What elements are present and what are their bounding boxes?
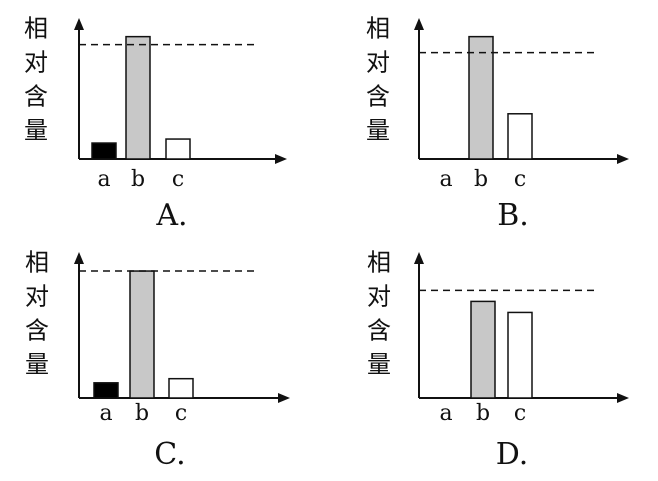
x-tick-label-a: a xyxy=(99,401,112,426)
y-axis-label-char: 对 xyxy=(367,283,391,311)
y-axis-label-char: 相 xyxy=(367,249,391,277)
x-tick-label-b: b xyxy=(135,401,149,426)
x-tick-label-a: a xyxy=(97,167,110,192)
y-axis-arrow xyxy=(414,252,424,264)
x-tick-label-b: b xyxy=(131,167,145,192)
bar-c xyxy=(507,311,533,399)
option-label: A. xyxy=(155,198,187,233)
option-label: C. xyxy=(154,437,185,472)
bar-a xyxy=(93,382,119,399)
y-axis-label-char: 含 xyxy=(25,317,49,345)
y-axis-label-char: 对 xyxy=(24,49,48,77)
bar-c xyxy=(168,377,194,399)
x-tick-label-c: c xyxy=(172,167,184,192)
y-axis-arrow xyxy=(74,252,84,264)
x-axis-arrow xyxy=(278,393,290,403)
y-axis-label-char: 含 xyxy=(367,317,391,345)
bar-c xyxy=(507,113,533,160)
y-axis-label-char: 相 xyxy=(24,15,48,43)
option-label: D. xyxy=(496,437,529,472)
y-axis-label-char: 含 xyxy=(366,83,390,111)
x-tick-label-b: b xyxy=(474,167,488,192)
y-axis-label-char: 含 xyxy=(24,83,48,111)
bar-c xyxy=(165,138,191,160)
y-axis-arrow xyxy=(74,18,84,30)
x-tick-label-a: a xyxy=(439,167,452,192)
x-tick-label-b: b xyxy=(476,401,490,426)
x-axis-arrow xyxy=(617,154,629,164)
y-axis-label-char: 相 xyxy=(25,249,49,277)
y-axis-label-char: 量 xyxy=(24,117,48,145)
y-axis-label-char: 对 xyxy=(366,49,390,77)
x-tick-label-c: c xyxy=(175,401,187,426)
x-axis-arrow xyxy=(617,393,629,403)
y-axis-label-char: 相 xyxy=(366,15,390,43)
bar-b xyxy=(470,300,496,399)
x-tick-label-a: a xyxy=(439,401,452,426)
bar-a xyxy=(91,142,117,160)
y-axis-label-char: 对 xyxy=(25,283,49,311)
bar-b xyxy=(468,35,494,160)
y-axis-arrow xyxy=(414,18,424,30)
bar-b xyxy=(125,35,151,160)
x-tick-label-c: c xyxy=(514,167,526,192)
y-axis-label-char: 量 xyxy=(367,351,391,379)
y-axis-label-char: 量 xyxy=(25,351,49,379)
x-axis-arrow xyxy=(275,154,287,164)
bar-b xyxy=(129,270,155,399)
x-tick-label-c: c xyxy=(514,401,526,426)
option-label: B. xyxy=(497,198,529,233)
y-axis-label-char: 量 xyxy=(366,117,390,145)
